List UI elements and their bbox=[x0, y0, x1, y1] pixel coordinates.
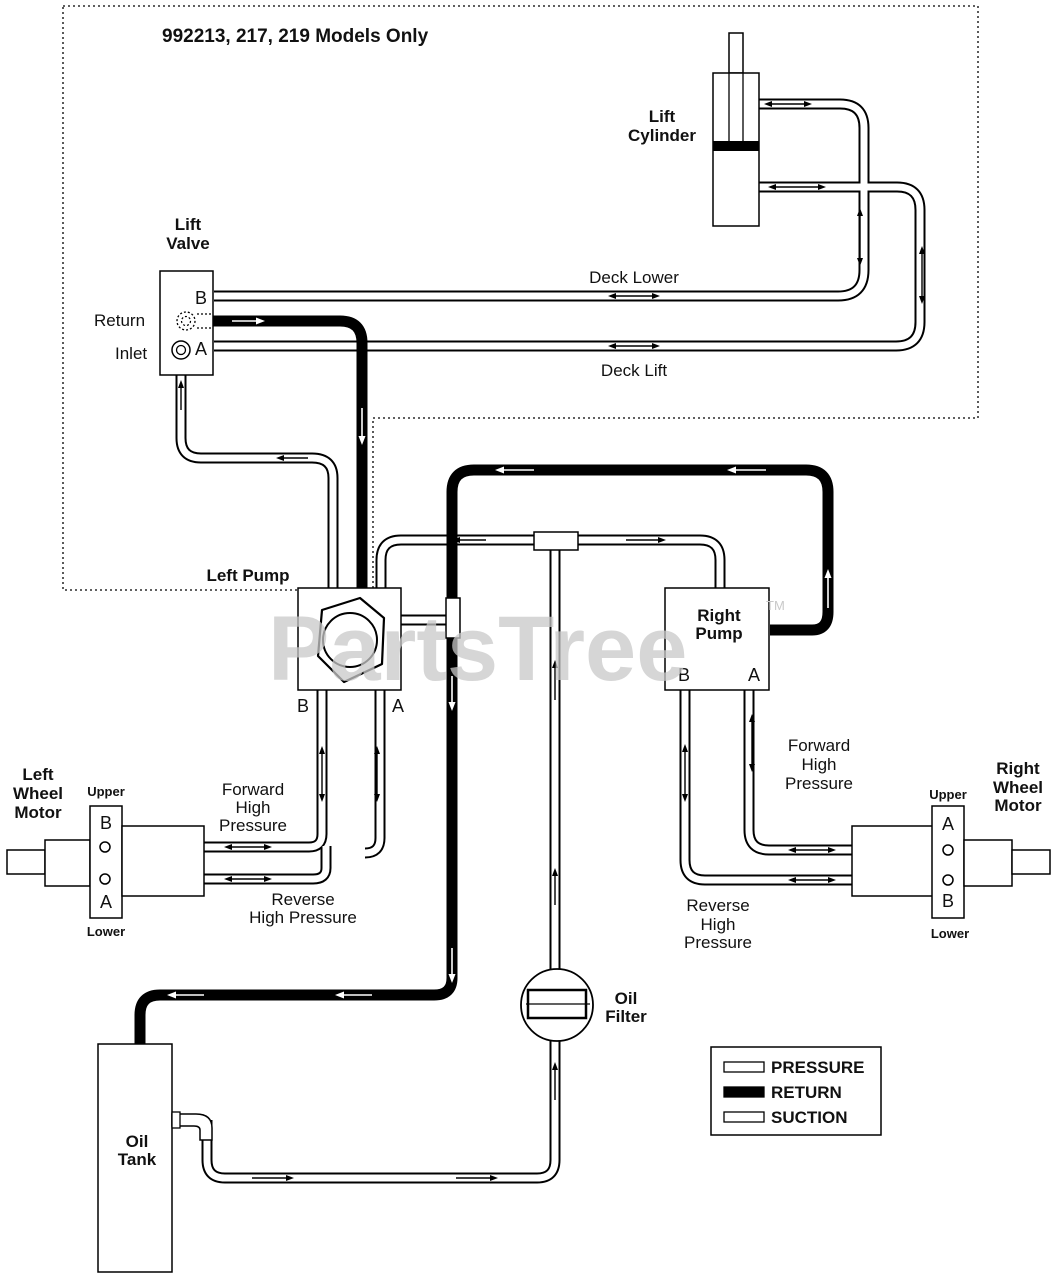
right-pump bbox=[664, 587, 770, 691]
return-flow-arrows bbox=[167, 317, 832, 999]
legend bbox=[710, 1046, 882, 1136]
left-pump-port-b: B bbox=[297, 696, 309, 716]
lift-valve-port-b: B bbox=[195, 288, 207, 308]
inlet-port-label: Inlet bbox=[115, 344, 147, 363]
left-forward-label-1: Forward bbox=[222, 780, 284, 799]
left-pump bbox=[297, 587, 402, 691]
right-pump-port-a: A bbox=[748, 665, 760, 685]
left-forward-label-2: High bbox=[236, 798, 271, 817]
oil-filter-label-1: Oil bbox=[615, 989, 638, 1008]
left-wheel-motor-label-1: Left bbox=[22, 765, 54, 784]
right-reverse-label-1: Reverse bbox=[686, 896, 749, 915]
lift-valve bbox=[159, 270, 214, 376]
right-reverse-label-2: High bbox=[701, 915, 736, 934]
left-pump-label: Left Pump bbox=[206, 566, 289, 585]
right-wheel-motor bbox=[851, 805, 1051, 919]
watermark-trademark: TM bbox=[766, 598, 785, 613]
oil-tank-label-2: Tank bbox=[118, 1150, 157, 1169]
left-pump-port-a: A bbox=[392, 696, 404, 716]
flow-arrows bbox=[178, 101, 925, 1181]
oil-filter-label-2: Filter bbox=[605, 1007, 647, 1026]
models-boundary bbox=[62, 5, 979, 591]
lift-cylinder bbox=[712, 32, 760, 227]
lift-cylinder-label-1: Lift bbox=[649, 107, 676, 126]
return-hoses bbox=[134, 315, 834, 1044]
right-wheel-motor-label-1: Right bbox=[996, 759, 1040, 778]
deck-lift-label: Deck Lift bbox=[601, 361, 667, 380]
right-motor-lower: Lower bbox=[931, 926, 969, 941]
right-pump-label-1: Right bbox=[697, 606, 741, 625]
lift-valve-label-1: Lift bbox=[175, 215, 202, 234]
left-reverse-label-2: High Pressure bbox=[249, 908, 357, 927]
models-note: 992213, 217, 219 Models Only bbox=[162, 26, 429, 47]
deck-lower-label: Deck Lower bbox=[589, 268, 679, 287]
legend-suction: SUCTION bbox=[771, 1108, 848, 1127]
left-motor-upper: Upper bbox=[87, 784, 125, 799]
right-pump-label-2: Pump bbox=[695, 624, 742, 643]
tee-fitting bbox=[533, 531, 579, 551]
legend-return: RETURN bbox=[771, 1083, 842, 1102]
right-forward-label-2: High bbox=[802, 755, 837, 774]
right-motor-upper: Upper bbox=[929, 787, 967, 802]
left-forward-label-3: Pressure bbox=[219, 816, 287, 835]
lift-cylinder-label-2: Cylinder bbox=[628, 126, 696, 145]
oil-tank bbox=[97, 1043, 213, 1273]
oil-filter bbox=[520, 968, 594, 1042]
oil-tank-label-1: Oil bbox=[126, 1132, 149, 1151]
right-forward-label-1: Forward bbox=[788, 736, 850, 755]
lift-valve-label-2: Valve bbox=[166, 234, 210, 253]
right-wheel-motor-label-3: Motor bbox=[994, 796, 1042, 815]
left-motor-lower: Lower bbox=[87, 924, 125, 939]
right-reverse-label-3: Pressure bbox=[684, 933, 752, 952]
left-wheel-motor bbox=[6, 805, 205, 919]
legend-pressure: PRESSURE bbox=[771, 1058, 865, 1077]
right-forward-label-3: Pressure bbox=[785, 774, 853, 793]
right-wheel-motor-label-2: Wheel bbox=[993, 778, 1043, 797]
right-motor-port-a: A bbox=[942, 814, 954, 834]
left-motor-port-a: A bbox=[100, 892, 112, 912]
left-wheel-motor-label-2: Wheel bbox=[13, 784, 63, 803]
left-reverse-label-1: Reverse bbox=[271, 890, 334, 909]
left-motor-port-b: B bbox=[100, 813, 112, 833]
pump-side-fitting bbox=[445, 597, 461, 639]
right-pump-port-b: B bbox=[678, 665, 690, 685]
left-wheel-motor-label-3: Motor bbox=[14, 803, 62, 822]
partstree-watermark: PartsTree bbox=[268, 598, 687, 700]
lift-valve-port-a: A bbox=[195, 339, 207, 359]
right-motor-port-b: B bbox=[942, 891, 954, 911]
return-port-label: Return bbox=[94, 311, 145, 330]
